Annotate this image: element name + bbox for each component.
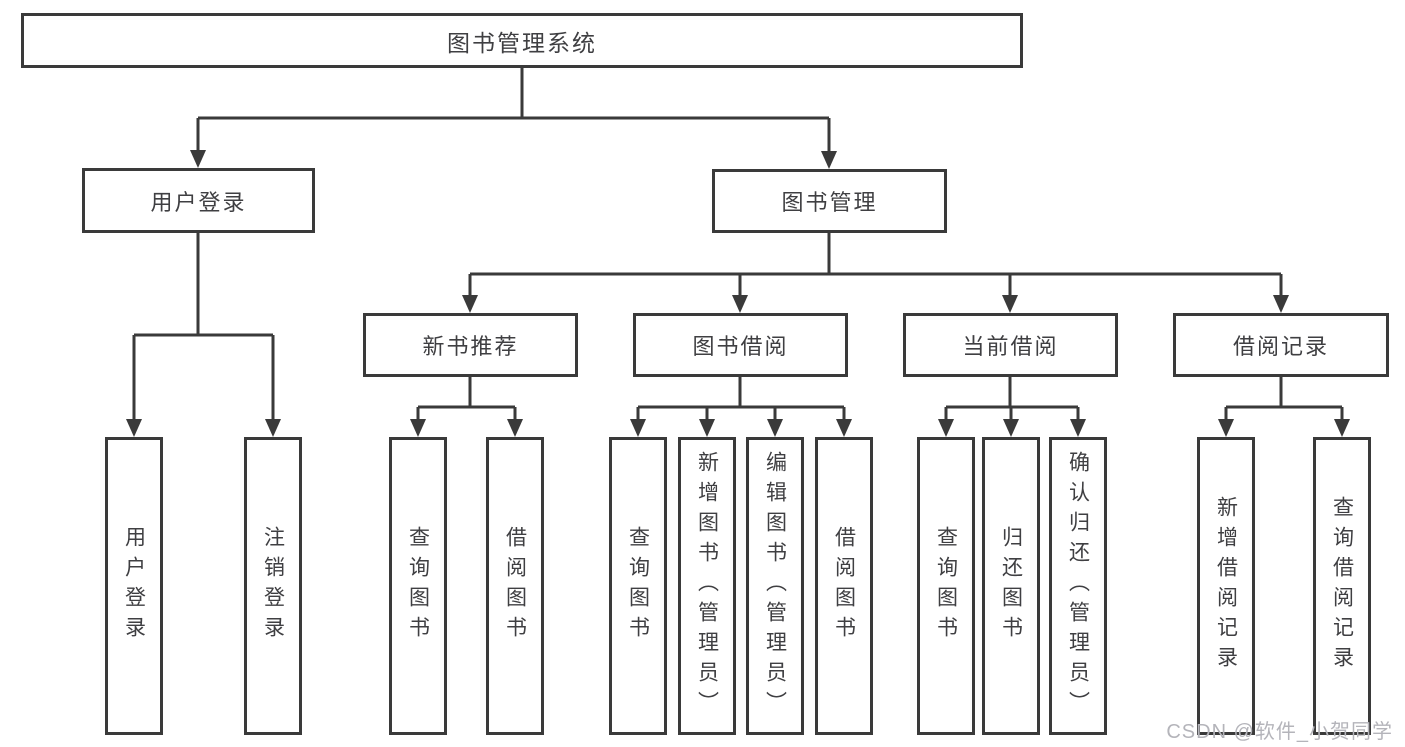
leaf-add-book-admin: 新增图书（管理员） bbox=[678, 437, 736, 735]
node-new-book-recommend: 新书推荐 bbox=[363, 313, 578, 377]
leaf-query-books-recommend: 查询图书 bbox=[389, 437, 447, 735]
leaf-borrow-books-borrowing: 借阅图书 bbox=[815, 437, 873, 735]
node-book-management-branch: 图书管理 bbox=[712, 169, 947, 233]
leaf-confirm-return-admin: 确认归还（管理员） bbox=[1049, 437, 1107, 735]
leaf-borrow-books-recommend: 借阅图书 bbox=[486, 437, 544, 735]
leaf-query-books-borrowing: 查询图书 bbox=[609, 437, 667, 735]
node-borrowing-records: 借阅记录 bbox=[1173, 313, 1389, 377]
node-user-login-branch: 用户登录 bbox=[82, 168, 315, 233]
leaf-query-borrow-record: 查询借阅记录 bbox=[1313, 437, 1371, 735]
leaf-logout: 注销登录 bbox=[244, 437, 302, 735]
csdn-watermark: CSDN @软件_小贺同学 bbox=[1166, 721, 1393, 743]
node-current-borrowing: 当前借阅 bbox=[903, 313, 1118, 377]
leaf-edit-book-admin: 编辑图书（管理员） bbox=[746, 437, 804, 735]
leaf-query-books-current: 查询图书 bbox=[917, 437, 975, 735]
leaf-return-books: 归还图书 bbox=[982, 437, 1040, 735]
node-library-system: 图书管理系统 bbox=[21, 13, 1023, 68]
node-book-borrowing: 图书借阅 bbox=[633, 313, 848, 377]
leaf-user-login: 用户登录 bbox=[105, 437, 163, 735]
leaf-add-borrow-record: 新增借阅记录 bbox=[1197, 437, 1255, 735]
arrowheads bbox=[126, 150, 1350, 437]
